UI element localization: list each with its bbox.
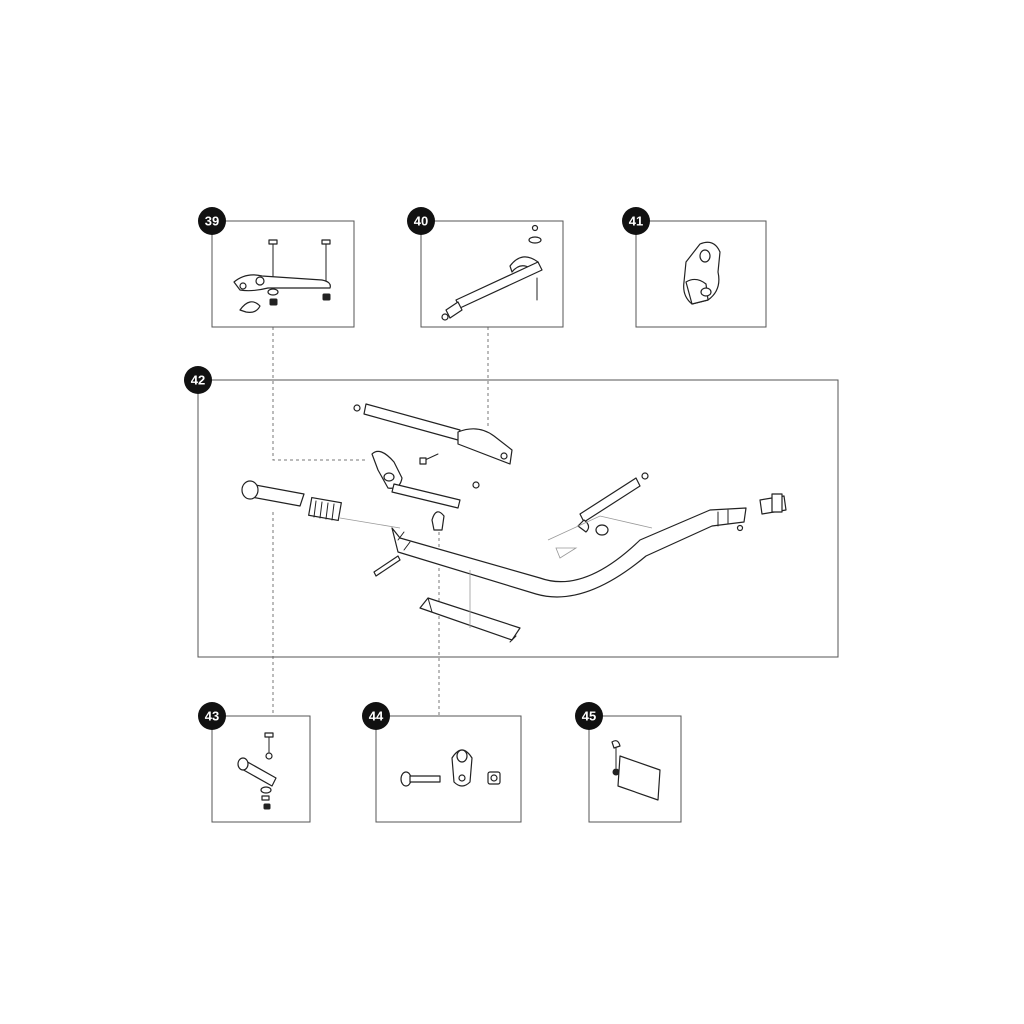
callout-label-39: 39: [205, 214, 219, 229]
callout-42[interactable]: 42: [184, 366, 212, 394]
part-41-illustration: [683, 241, 721, 305]
plate: [617, 755, 661, 801]
part-40-illustration: [441, 224, 543, 321]
callout-label-42: 42: [191, 373, 205, 388]
upper-strap: [363, 403, 461, 441]
washer: [267, 288, 279, 296]
part-42-illustration: [241, 403, 787, 643]
strap-tab: [457, 428, 513, 465]
right-strap: [579, 477, 641, 523]
frame-40: [420, 220, 564, 328]
nut: [269, 298, 278, 306]
part-43-illustration: [237, 732, 277, 810]
callout-label-45: 45: [582, 709, 596, 724]
leader-39-to-42: [272, 327, 365, 461]
frame-39: [211, 220, 355, 328]
nut-right: [322, 293, 331, 301]
callout-label-43: 43: [205, 709, 219, 724]
callout-label-40: 40: [414, 214, 428, 229]
bracket-plate: [233, 274, 331, 292]
bolt-shank: [409, 775, 441, 783]
lever-arm: [391, 483, 461, 509]
callout-41[interactable]: 41: [622, 207, 650, 235]
frame-42: [197, 379, 839, 658]
frame-41: [635, 220, 767, 328]
lever-paddle: [371, 450, 403, 489]
frame-43: [211, 715, 311, 823]
main-tube: [391, 507, 747, 598]
callout-40[interactable]: 40: [407, 207, 435, 235]
part-44-illustration: [400, 749, 501, 787]
callout-43[interactable]: 43: [198, 702, 226, 730]
leader-lines: [272, 327, 489, 716]
callout-label-44: 44: [369, 709, 384, 724]
callout-39[interactable]: 39: [198, 207, 226, 235]
tube-ring: [595, 524, 609, 536]
callout-45[interactable]: 45: [575, 702, 603, 730]
d-ring: [239, 301, 261, 313]
callout-label-41: 41: [629, 214, 643, 229]
strap-clip: [445, 301, 463, 319]
callout-44[interactable]: 44: [362, 702, 390, 730]
part-45-illustration: [611, 740, 661, 801]
handle-sleeve: [308, 496, 342, 522]
strap-body: [455, 261, 543, 309]
d-ring-top: [431, 511, 445, 531]
part-39-illustration: [233, 239, 331, 313]
bolt-lower: [373, 555, 401, 577]
frame-45: [588, 715, 682, 823]
frame-44: [375, 715, 522, 823]
